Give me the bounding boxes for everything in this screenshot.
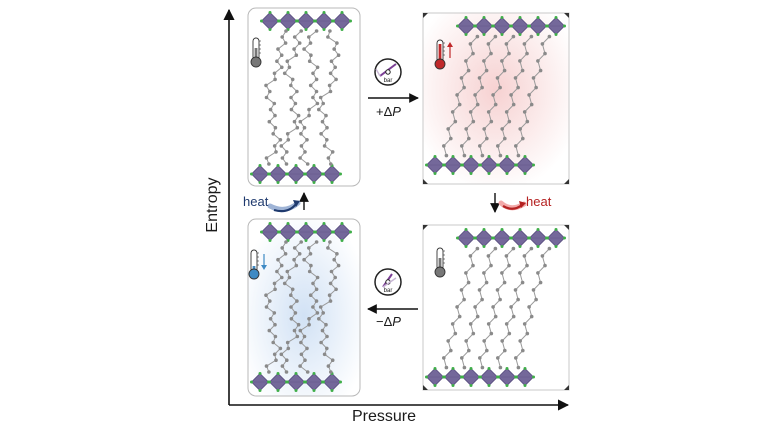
inorganic-layer-bottom <box>425 367 535 387</box>
organic-chain <box>264 29 288 166</box>
inorganic-layer-top <box>456 228 566 248</box>
organic-chain <box>496 34 534 158</box>
organic-chain <box>478 246 516 370</box>
pressure-increase-label: +ΔP <box>376 104 401 119</box>
pressure-clamp-marks <box>423 225 569 390</box>
organic-chain <box>478 34 516 158</box>
inorganic-layer-bottom <box>250 164 342 184</box>
inorganic-layer-bottom <box>425 155 535 175</box>
delta-sign: +Δ <box>376 104 393 119</box>
gauge-unit-label: bar <box>383 288 393 294</box>
heat-absorbed-label: heat <box>243 194 269 209</box>
organic-chain <box>514 246 552 370</box>
organic-chain <box>279 29 304 166</box>
inorganic-layer-bottom <box>250 372 342 392</box>
organic-chain <box>442 246 480 370</box>
organic-chain <box>442 34 480 158</box>
organic-chain <box>298 240 320 374</box>
pressure-gauge-icon <box>374 268 402 296</box>
thermometer-icon <box>434 247 446 278</box>
thermometer-icon <box>434 39 453 70</box>
thermometer-icon <box>250 37 262 68</box>
organic-chain <box>514 34 552 158</box>
inorganic-layer-top <box>260 222 352 242</box>
delta-sign: −Δ <box>376 314 393 329</box>
panel-bottom-left-disordered-cold <box>247 218 361 397</box>
organic-chain <box>460 34 498 158</box>
organic-chain <box>496 246 534 370</box>
organic-chain <box>460 246 498 370</box>
panel-bottom-right-compressed <box>422 224 570 391</box>
pressure-symbol: P <box>392 104 401 119</box>
organic-chain <box>264 240 288 374</box>
pressure-gauge-icon <box>374 58 402 86</box>
organic-chain <box>317 240 341 374</box>
heat-absorbed-arrow <box>267 200 301 213</box>
x-axis-label: Pressure <box>352 408 417 425</box>
pressure-clamp-marks <box>423 13 569 184</box>
y-axis-label: Entropy <box>204 177 221 233</box>
gauge-unit-label: bar <box>383 78 393 84</box>
thermometer-icon <box>248 249 267 280</box>
pressure-symbol: P <box>392 314 401 329</box>
organic-chain <box>298 29 320 166</box>
organic-chain <box>279 240 304 374</box>
inorganic-layer-top <box>456 16 566 36</box>
organic-chain <box>317 29 341 166</box>
panel-top-left-disordered <box>247 7 361 187</box>
heat-released-label: heat <box>526 194 552 209</box>
inorganic-layer-top <box>260 11 352 31</box>
pressure-decrease-label: −ΔP <box>376 314 401 329</box>
heat-released-arrow <box>498 200 527 211</box>
